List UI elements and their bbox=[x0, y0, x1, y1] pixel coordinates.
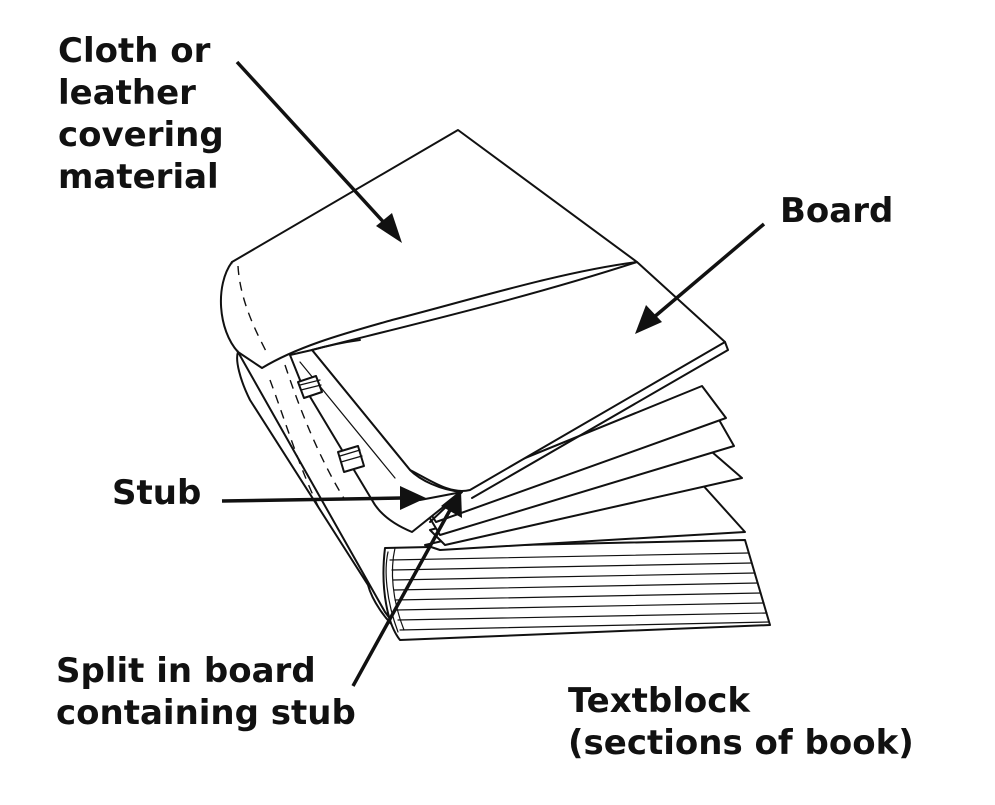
label-covering-material: Cloth or leather covering material bbox=[58, 31, 224, 197]
spine-fold-line bbox=[237, 265, 269, 356]
board bbox=[311, 261, 726, 492]
label-split-in-board: Split in board containing stub bbox=[56, 651, 356, 733]
stub bbox=[419, 491, 463, 523]
label-stub: Stub bbox=[112, 473, 202, 513]
arrows bbox=[221, 60, 766, 687]
label-board: Board bbox=[780, 191, 894, 231]
textblock bbox=[382, 539, 771, 641]
label-textblock: Textblock (sections of book) bbox=[568, 681, 914, 763]
split-board bbox=[289, 349, 463, 533]
